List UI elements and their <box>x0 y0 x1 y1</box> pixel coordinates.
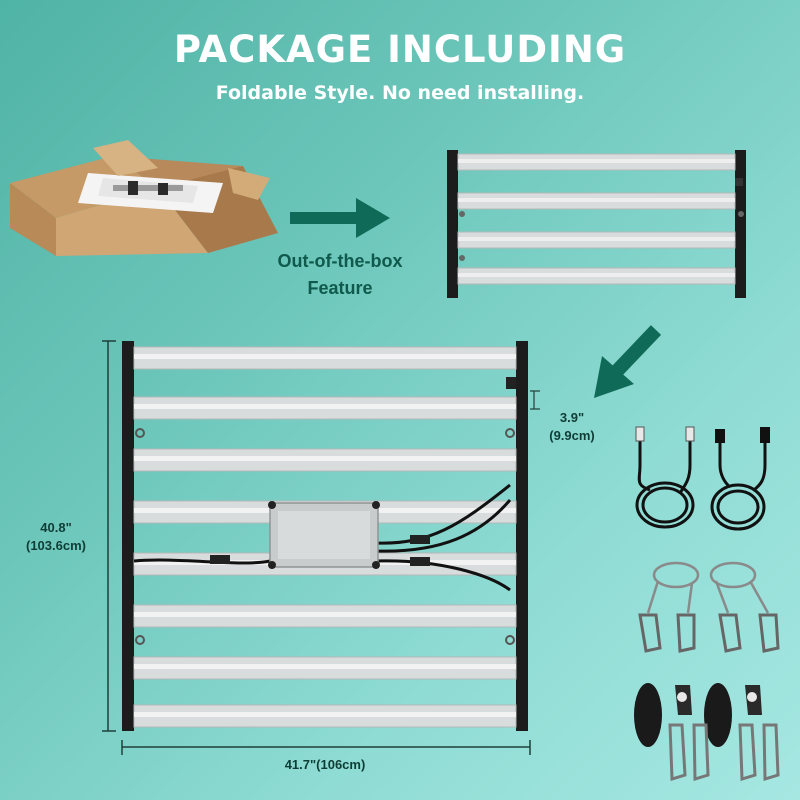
feature-line-2: Feature <box>307 278 373 298</box>
height-centimeters: (103.6cm) <box>26 538 86 553</box>
width-dimension-label: 41.7"(106cm) <box>255 756 395 774</box>
small-light-fixture <box>447 150 746 298</box>
feature-line-1: Out-of-the-box <box>277 251 403 271</box>
steel-hanging-cables-accessory <box>638 561 780 653</box>
power-cables-accessory <box>635 426 770 531</box>
arrow-down-left-icon <box>594 325 662 398</box>
bar-gap-dimension-label: 3.9" (9.9cm) <box>532 409 612 445</box>
height-inches: 40.8" <box>40 520 72 535</box>
arrow-right-icon <box>290 198 390 238</box>
gap-centimeters: (9.9cm) <box>549 428 595 443</box>
page-title: PACKAGE INCLUDING <box>173 28 627 71</box>
shipping-box-illustration <box>10 140 278 256</box>
feature-label: Out-of-the-box Feature <box>250 248 430 302</box>
page-subtitle: Foldable Style. No need installing. <box>215 82 585 104</box>
main-light-fixture <box>102 340 540 755</box>
gap-inches: 3.9" <box>559 410 585 425</box>
rope-ratchet-hangers-accessory <box>634 683 780 782</box>
height-dimension-label: 40.8" (103.6cm) <box>6 519 106 555</box>
width-value: 41.7"(106cm) <box>284 757 366 772</box>
